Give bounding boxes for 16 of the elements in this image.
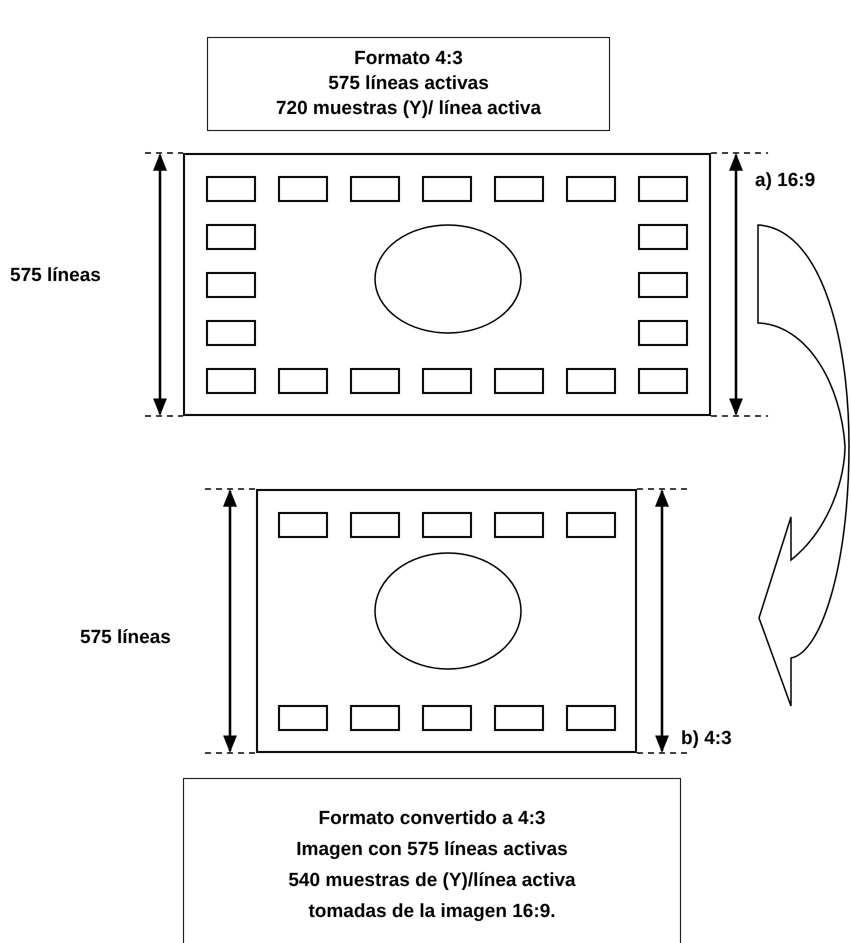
curved-block-arrow — [757, 224, 850, 707]
text-box — [183, 778, 681, 943]
info-text: Formato convertido a 4:3 — [318, 807, 546, 831]
dimension-label: 575 líneas — [10, 265, 101, 287]
dimension-label: 575 líneas — [80, 627, 171, 649]
info-text: 540 muestras de (Y)/línea activa — [288, 869, 576, 893]
format-label: a) 16:9 — [755, 170, 816, 192]
info-text: Formato 4:3 — [354, 47, 463, 71]
info-text: 575 líneas activas — [328, 72, 489, 96]
info-text: tomadas de la imagen 16:9. — [308, 900, 556, 924]
format-label: b) 4:3 — [681, 728, 732, 750]
picture-frame — [256, 489, 637, 753]
text-box — [207, 37, 610, 131]
picture-frame — [183, 153, 711, 416]
info-text: Imagen con 575 líneas activas — [296, 838, 568, 862]
info-text: 720 muestras (Y)/ línea activa — [276, 97, 542, 121]
